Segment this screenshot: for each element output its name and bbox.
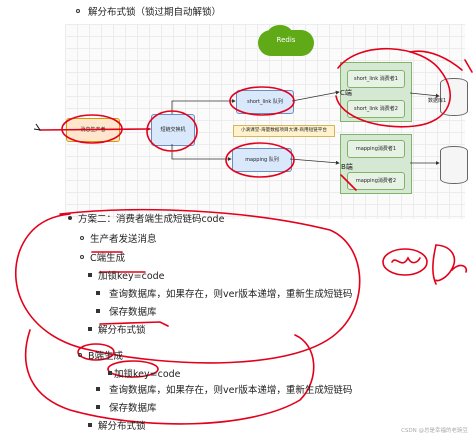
b-label: B端 [341, 163, 353, 171]
bullet-square [96, 405, 100, 409]
top-item-text: 解分布式锁（锁过期自动解锁） [88, 7, 222, 18]
plan-b-unlock: 解分布式锁 [98, 421, 146, 432]
exchange-box: 短链交换机 [151, 114, 195, 146]
bullet-circle [78, 353, 82, 357]
cursor-mark [33, 123, 42, 131]
mapping-queue: mapping 队列 [232, 148, 292, 172]
plan-b-lock: 加锁key=code [114, 369, 181, 380]
plan-c-save: 保存数据库 [109, 307, 157, 318]
red-annotations [15, 47, 473, 425]
b-consumer-1: mapping消费者1 [347, 140, 405, 158]
plan-b-query: 查询数据库，如果存在，则ver版本递增，重新生成短链码 [109, 385, 353, 396]
database-bottom [440, 146, 468, 184]
mapping-queue-label: mapping 队列 [245, 157, 279, 163]
exchange-label: 短链交换机 [160, 127, 186, 133]
bullet-circle [76, 9, 80, 13]
c-label: C端 [340, 89, 352, 97]
plan-c-side: C端生成 [90, 253, 126, 264]
redis-cloud-bump [268, 25, 292, 41]
plan-c-query: 查询数据库，如果存在，则ver版本递增，重新生成短链码 [109, 289, 353, 300]
short-link-queue: short_link 队列 [236, 90, 294, 114]
c-consumer-1: short_link 消费者1 [347, 70, 405, 88]
bullet-square [108, 371, 112, 375]
watermark: CSDN @总是幸福的老豌豆 [401, 428, 468, 434]
b-consumer-1-label: mapping消费者1 [355, 146, 397, 152]
banner: 小滴课堂-海量数据项目大课-商用短链平台 [233, 125, 335, 137]
bullet-square [96, 291, 100, 295]
plan-c-lock: 加锁key=code [98, 271, 165, 282]
plan-c-unlock: 解分布式锁 [98, 325, 146, 336]
bullet-square [88, 273, 92, 277]
banner-text: 小滴课堂-海量数据项目大课-商用短链平台 [240, 128, 327, 133]
database-top [440, 78, 468, 116]
bullet-circle [80, 236, 84, 240]
plan-b-side: B端生成 [88, 351, 124, 362]
database-label: 数据库1 [428, 98, 447, 104]
plan-title: 方案二：消费者端生成短链码code [78, 214, 225, 225]
plan-step1: 生产者发送消息 [90, 234, 157, 245]
connector-arrows [118, 90, 440, 165]
bullet-square [96, 387, 100, 391]
bullet-square [96, 309, 100, 313]
bullet-circle [80, 255, 84, 259]
b-consumer-2-label: mapping消费者2 [355, 178, 397, 184]
c-consumer-2-label: short_link 消费者2 [354, 106, 398, 112]
c-consumer-2: short_link 消费者2 [347, 100, 405, 118]
bullet-square [88, 423, 92, 427]
redis-label: Redis [276, 36, 296, 44]
bullet-square [88, 327, 92, 331]
c-consumer-1-label: short_link 消费者1 [354, 76, 398, 82]
short-link-queue-label: short_link 队列 [247, 99, 283, 105]
plan-b-save: 保存数据库 [109, 403, 157, 414]
bullet-dot [68, 216, 72, 220]
